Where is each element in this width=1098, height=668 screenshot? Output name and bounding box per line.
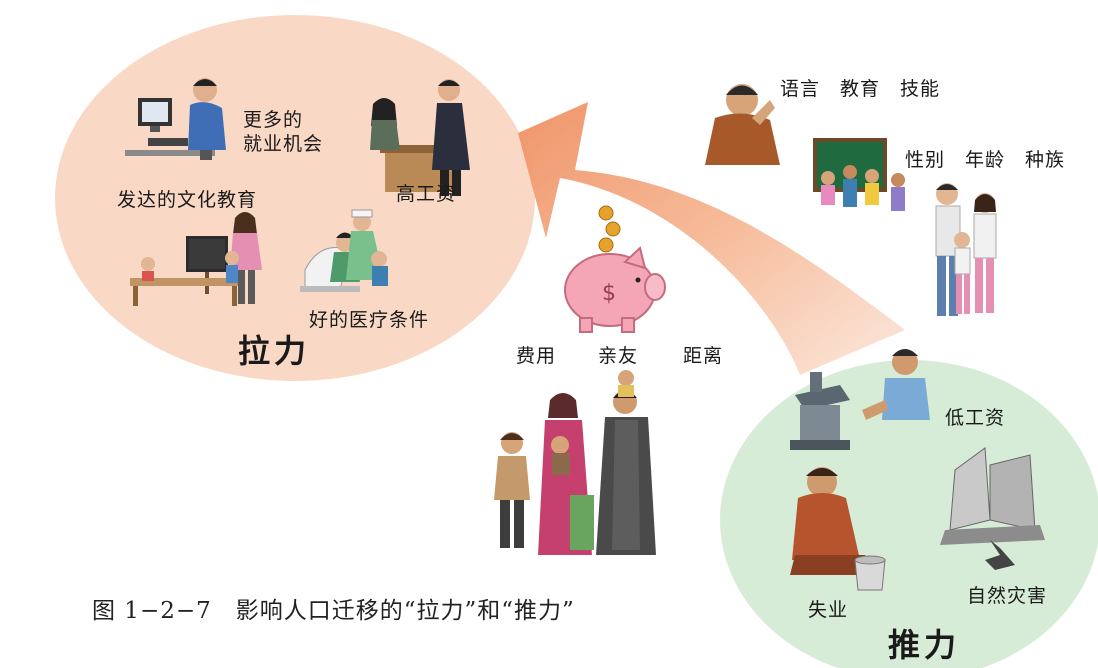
pull-ellipse: [55, 15, 535, 381]
label-relatives: 亲友: [598, 345, 639, 367]
natural-disaster-illustration: [940, 447, 1045, 585]
label-high-wage: 高工资: [396, 183, 457, 205]
pull-title: 拉力: [238, 332, 311, 370]
piggy-bank-illustration: $: [564, 205, 666, 333]
label-gender-age-race: 性别 年龄 种族: [905, 149, 1066, 171]
label-language-education-skills: 语言 教育 技能: [780, 78, 941, 100]
svg-text:$: $: [602, 281, 616, 306]
children-chalkboard-illustration: [813, 138, 905, 211]
family-illustration: [935, 183, 997, 316]
medical-illustration: [300, 209, 388, 292]
label-more-jobs-line2: 就业机会: [243, 133, 324, 155]
label-cost: 费用: [516, 345, 557, 367]
label-more-jobs-line1: 更多的: [243, 109, 304, 131]
label-distance: 距离: [683, 345, 724, 367]
figure-caption: 图 1−2−7 影响人口迁移的“拉力”和“推力”: [92, 598, 575, 624]
high-wage-illustration: [370, 79, 470, 196]
label-natural-disaster: 自然灾害: [967, 585, 1048, 607]
education-illustration: [130, 212, 262, 306]
office-worker-illustration: [125, 78, 226, 160]
label-education: 发达的文化教育: [117, 189, 258, 211]
push-title: 推力: [888, 626, 961, 664]
low-wage-illustration: [790, 349, 930, 450]
thinking-man-illustration: [705, 84, 780, 165]
unemployment-illustration: [790, 467, 886, 591]
label-medical: 好的医疗条件: [309, 309, 430, 331]
label-low-wage: 低工资: [945, 407, 1006, 429]
label-unemployment: 失业: [808, 599, 849, 621]
migrant-family-illustration: [494, 370, 656, 555]
migration-arrow: [518, 102, 905, 375]
